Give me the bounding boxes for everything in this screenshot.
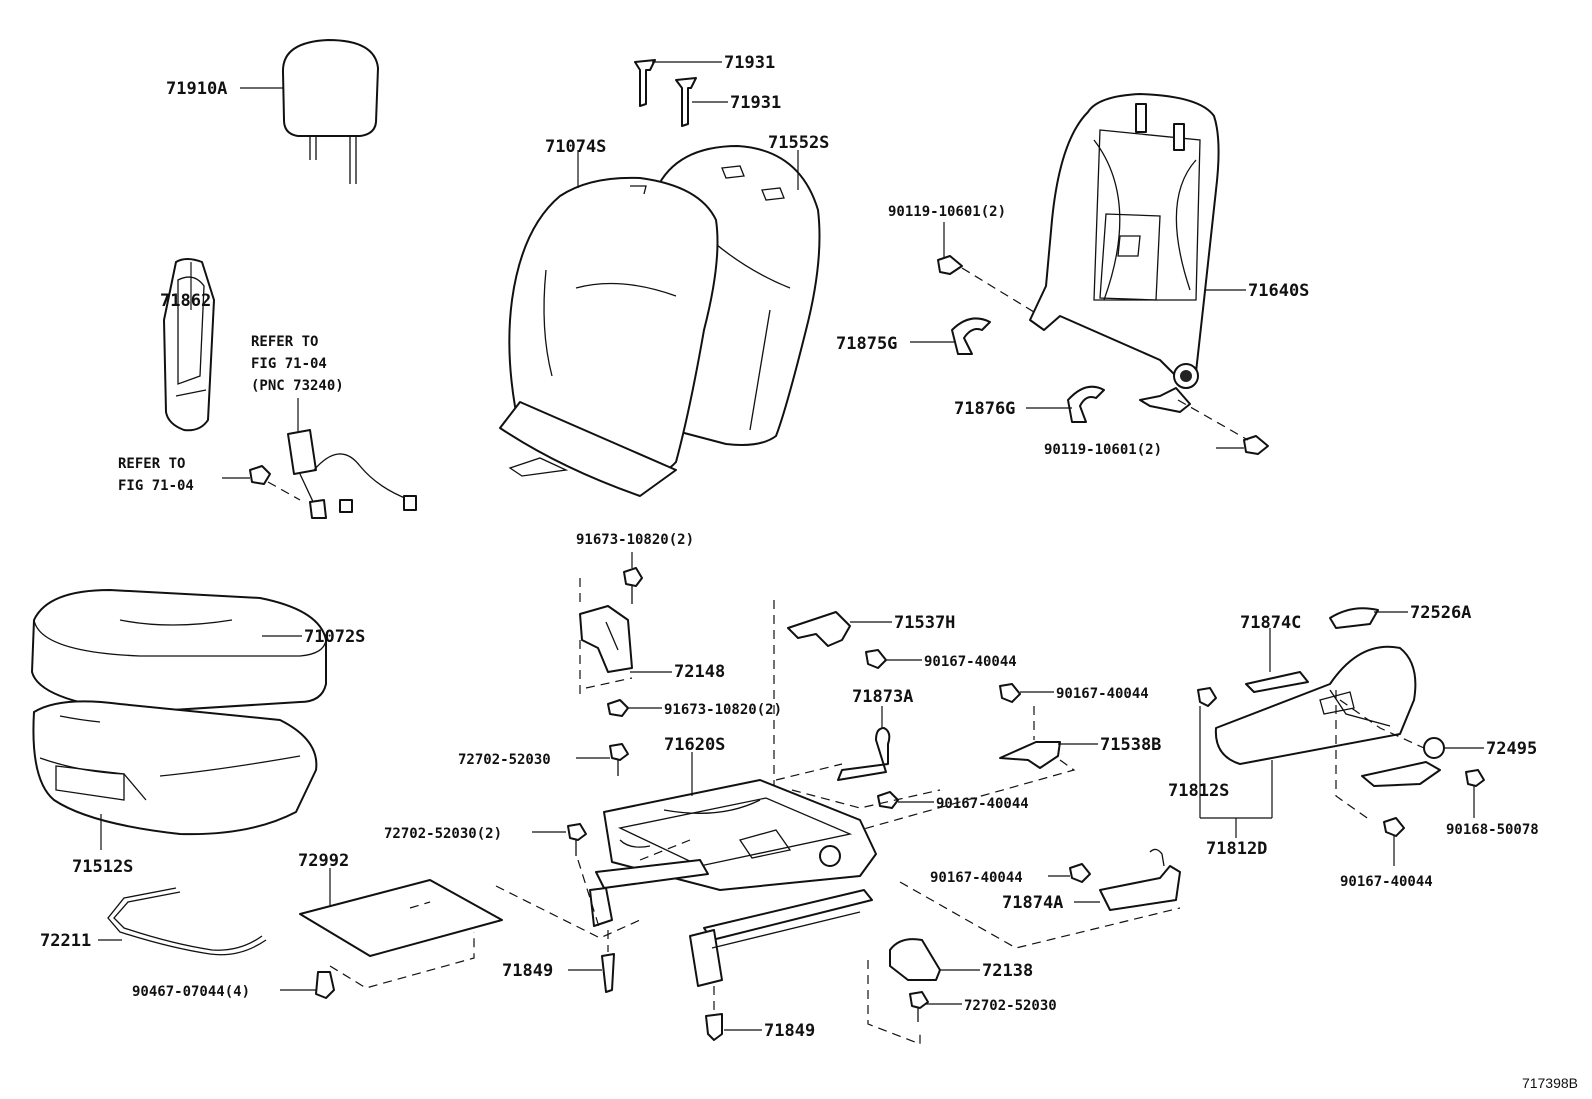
ref-belt-line-3: (PNC 73240) xyxy=(251,378,344,394)
clip-90467 xyxy=(315,971,335,999)
label-cover-71537H: 71537H xyxy=(894,613,955,633)
hinge-cover-71876G xyxy=(1067,385,1105,423)
bolt-back-lower xyxy=(1243,435,1269,455)
label-bracket-71873A: 71873A xyxy=(852,687,913,707)
knob-72526A xyxy=(1329,607,1379,629)
label-shield-71812S: 71812S xyxy=(1168,781,1229,801)
seat-cushion-pad xyxy=(32,700,318,836)
ref-anchor-line-2: FIG 71-04 xyxy=(118,478,194,494)
ref-anchor-line-1: REFER TO xyxy=(118,456,185,472)
label-bracket-72148: 72148 xyxy=(674,662,725,682)
label-screw-72702-c: 72702-52030 xyxy=(964,998,1057,1014)
label-headrest: 71910A xyxy=(166,79,227,99)
label-board: 72992 xyxy=(298,851,349,871)
label-cover-71538B: 71538B xyxy=(1100,735,1161,755)
cover-71874A xyxy=(1099,848,1181,911)
label-cushion-frame: 71620S xyxy=(664,735,725,755)
hinge-cover-71875G xyxy=(951,317,991,355)
screw-72702-b xyxy=(567,823,587,856)
screw-72702-c xyxy=(909,991,929,1022)
label-knob-72495: 72495 xyxy=(1486,739,1537,759)
bracket-72148 xyxy=(579,605,633,673)
screw-71812 xyxy=(1197,687,1217,707)
seat-cushion-cover xyxy=(31,589,327,713)
label-bolt-bracket-top: 91673-10820(2) xyxy=(576,532,694,548)
board-72992 xyxy=(299,879,503,957)
ref-belt-line-1: REFER TO xyxy=(251,334,318,350)
label-shield-71874C: 71874C xyxy=(1240,613,1301,633)
shield-71812 xyxy=(1214,645,1417,765)
label-wire-72211: 72211 xyxy=(40,931,91,951)
bolt-bracket-bottom xyxy=(607,699,629,717)
label-cushion-cover: 71072S xyxy=(304,627,365,647)
screw-71537H xyxy=(865,649,887,669)
foot-71849-a xyxy=(601,953,615,993)
label-foot-1: 71849 xyxy=(502,961,553,981)
bolt-bracket-top xyxy=(623,567,643,604)
label-screw-72702-a: 72702-52030 xyxy=(458,752,551,768)
label-bolt-back-upper: 90119-10601(2) xyxy=(888,204,1006,220)
belt-buckle xyxy=(287,429,417,519)
label-hinge-cover-2: 71876G xyxy=(954,399,1015,419)
label-screw-90168: 90168-50078 xyxy=(1446,822,1539,838)
bolt-back-upper xyxy=(937,222,963,275)
label-hinge-cover-1: 71875G xyxy=(836,334,897,354)
label-guide-2: 71931 xyxy=(730,93,781,113)
label-bolt-bracket-bottom: 91673-10820(2) xyxy=(664,702,782,718)
cover-71538B xyxy=(999,741,1061,769)
seat-back-cover xyxy=(499,176,719,497)
label-screw-71537H: 90167-40044 xyxy=(924,654,1017,670)
label-screw-71874A: 90167-40044 xyxy=(930,870,1023,886)
latch-cover-71862 xyxy=(163,258,215,432)
anchor-bolt xyxy=(249,465,271,485)
label-cover-71874A: 71874A xyxy=(1002,893,1063,913)
cover-71537H xyxy=(787,611,851,647)
shield-71874C xyxy=(1245,671,1309,693)
figure-code: 717398B xyxy=(1521,1075,1578,1091)
label-bolt-back-lower: 90119-10601(2) xyxy=(1044,442,1162,458)
screw-90168 xyxy=(1465,769,1485,787)
label-screw-71873A: 90167-40044 xyxy=(936,796,1029,812)
label-shield-71812D: 71812D xyxy=(1206,839,1267,859)
label-back-frame: 71640S xyxy=(1248,281,1309,301)
headrest-guide-upper xyxy=(634,59,656,107)
label-screw-upper-mid: 90167-40044 xyxy=(1056,686,1149,702)
screw-71873A xyxy=(877,791,899,809)
label-cover-72138: 72138 xyxy=(982,961,1033,981)
label-clip-90467: 90467-07044(4) xyxy=(132,984,250,1000)
lever-72495 xyxy=(1361,761,1441,787)
screw-71874A xyxy=(1069,863,1091,883)
foot-71849-b xyxy=(705,1013,723,1041)
label-latch-cover: 71862 xyxy=(160,291,211,311)
label-knob-72526A: 72526A xyxy=(1410,603,1471,623)
wire-72211 xyxy=(107,887,267,956)
screw-upper-mid xyxy=(999,683,1021,703)
label-back-cover: 71074S xyxy=(545,137,606,157)
label-back-pad: 71552S xyxy=(768,133,829,153)
ref-belt-line-2: FIG 71-04 xyxy=(251,356,327,372)
bracket-71873A xyxy=(837,727,891,781)
label-cushion-pad: 71512S xyxy=(72,857,133,877)
seat-back-frame xyxy=(1029,93,1220,413)
screw-72702-a xyxy=(609,743,629,776)
seat-tracks xyxy=(589,859,873,987)
headrest-guide-lower xyxy=(675,77,697,127)
screw-right-bottom xyxy=(1383,817,1405,837)
cover-72138 xyxy=(889,938,941,981)
label-screw-right-bottom: 90167-40044 xyxy=(1340,874,1433,890)
label-screw-72702-b: 72702-52030(2) xyxy=(384,826,502,842)
knob-72495 xyxy=(1423,737,1445,759)
label-guide-1: 71931 xyxy=(724,53,775,73)
headrest-part xyxy=(281,39,379,184)
label-foot-2: 71849 xyxy=(764,1021,815,1041)
